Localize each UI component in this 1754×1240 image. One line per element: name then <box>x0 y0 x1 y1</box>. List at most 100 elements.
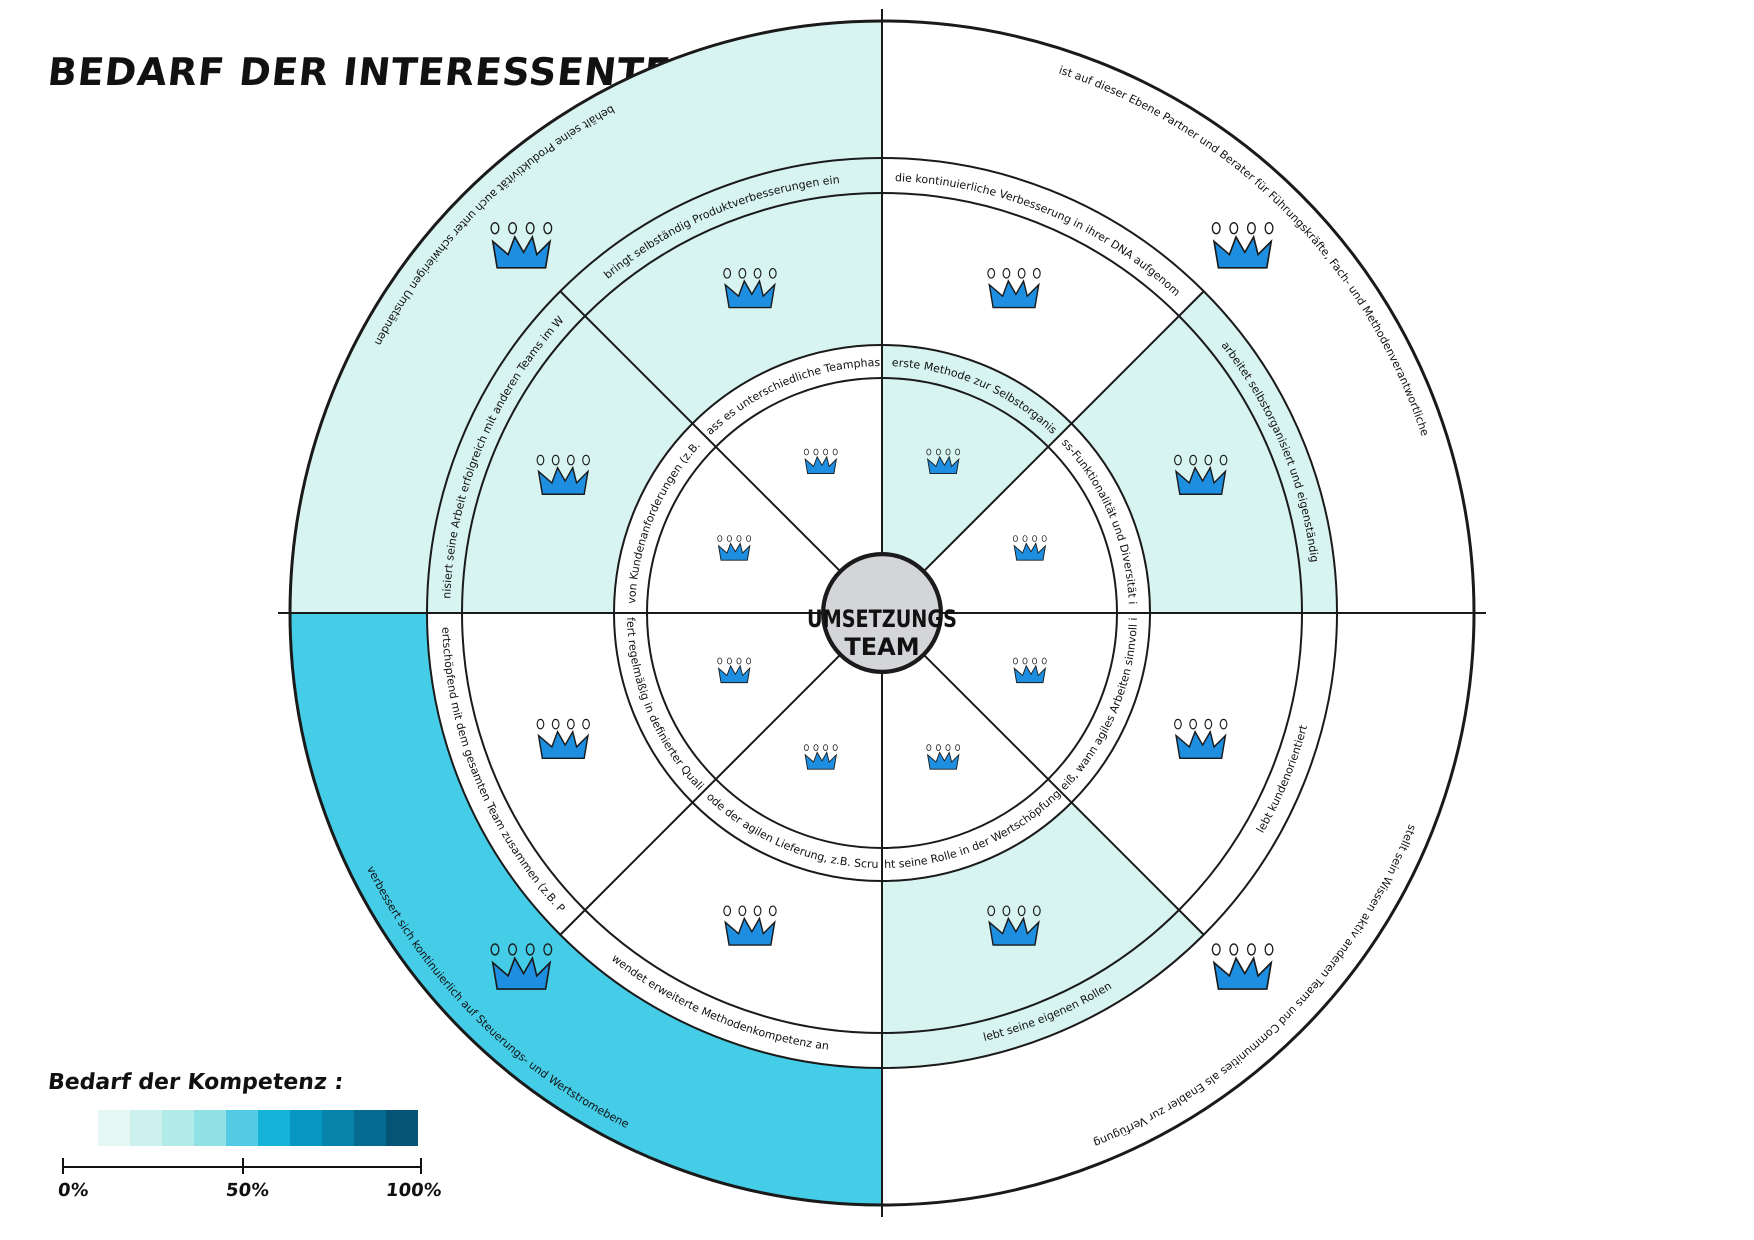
inner-icon-5-shape <box>717 664 751 684</box>
middle-icon-6 <box>536 454 590 495</box>
outer-icon-1-head-0 <box>1211 943 1221 956</box>
inner-icon-3 <box>926 744 961 770</box>
inner-sector-2 <box>924 613 1150 803</box>
middle-icon-2-head-2 <box>1204 718 1213 730</box>
middle-icon-3 <box>987 905 1041 946</box>
inner-icon-6-head-1 <box>726 535 732 542</box>
middle-icon-7-head-0 <box>723 268 732 279</box>
middle-icon-0-head-0 <box>987 268 996 279</box>
middle-icon-7-head-1 <box>738 268 747 279</box>
outer-icon-0-head-0 <box>1211 222 1221 235</box>
middle-icon-5-head-3 <box>582 718 590 730</box>
middle-icon-7 <box>723 268 777 309</box>
inner-icon-7-head-0 <box>803 448 809 456</box>
middle-icon-7-head-2 <box>753 268 762 279</box>
inner-icon-7-head-3 <box>832 448 838 456</box>
inner-sector-0 <box>882 345 1072 571</box>
legend-swatch-9 <box>386 1110 418 1146</box>
legend-swatch-7 <box>322 1110 354 1146</box>
middle-icon-2-head-1 <box>1189 718 1198 730</box>
middle-icon-4-shape <box>724 916 776 946</box>
middle-icon-4-head-2 <box>753 905 762 917</box>
inner-icon-1-head-3 <box>1041 535 1047 542</box>
middle-icon-1-head-0 <box>1174 454 1182 466</box>
legend-swatch-4 <box>226 1110 258 1146</box>
middle-icon-6-head-3 <box>582 454 590 466</box>
middle-icon-2-shape <box>1175 729 1227 760</box>
inner-icon-3-head-0 <box>926 744 932 751</box>
middle-icon-1-head-2 <box>1204 454 1213 466</box>
outer-icon-2 <box>490 943 553 990</box>
inner-icon-5 <box>717 657 752 684</box>
outer-icon-2-head-1 <box>508 943 518 956</box>
inner-icon-6-head-3 <box>746 535 752 542</box>
inner-icon-1-head-0 <box>1012 535 1018 542</box>
outer-icon-0-head-3 <box>1264 222 1274 235</box>
inner-icon-2 <box>1012 657 1047 684</box>
middle-icon-3-head-0 <box>987 905 996 917</box>
middle-icon-7-shape <box>724 279 776 309</box>
middle-icon-0-head-2 <box>1017 268 1026 279</box>
outer-icon-1-head-1 <box>1229 943 1239 956</box>
spoke-3 <box>923 654 1205 936</box>
middle-icon-0 <box>987 268 1041 309</box>
inner-icon-1-head-2 <box>1032 535 1038 542</box>
inner-sector-1 <box>924 423 1150 613</box>
middle-icon-1-head-3 <box>1219 454 1228 466</box>
inner-icon-4-head-3 <box>832 744 838 751</box>
inner-icon-3-head-1 <box>935 744 941 751</box>
outer-icon-3-head-3 <box>543 222 553 235</box>
legend-swatch-1 <box>130 1110 162 1146</box>
middle-icon-5-head-0 <box>536 718 545 730</box>
legend-label-100: 100% <box>384 1180 443 1201</box>
inner-icon-6 <box>717 535 752 561</box>
inner-icon-2-head-2 <box>1032 657 1038 665</box>
inner-icon-0-head-0 <box>926 448 932 456</box>
legend-swatch-8 <box>354 1110 386 1146</box>
middle-icon-1-shape <box>1175 465 1227 495</box>
hub-circle <box>822 553 942 673</box>
inner-icon-0-head-3 <box>955 448 961 456</box>
inner-icon-0-head-2 <box>945 448 951 456</box>
inner-icon-0-shape <box>926 455 960 475</box>
middle-icon-2-head-3 <box>1219 718 1228 730</box>
inner-icon-4 <box>803 744 838 770</box>
middle-icon-5-head-2 <box>566 718 575 730</box>
outer-icon-3-head-0 <box>490 222 500 235</box>
middle-icon-5-head-1 <box>551 718 560 730</box>
wheel-spokes <box>278 9 1486 1217</box>
inner-icon-4-head-0 <box>803 744 809 751</box>
legend-swatch-6 <box>290 1110 322 1146</box>
legend-color-scale <box>98 1110 418 1146</box>
center-hub: UMSETZUNGS TEAM <box>807 553 957 673</box>
outer-icon-3 <box>490 222 553 269</box>
inner-icon-2-head-1 <box>1022 657 1028 665</box>
outer-icon-2-head-2 <box>525 943 535 956</box>
middle-icon-4-head-0 <box>723 905 732 917</box>
spoke-7 <box>559 290 841 572</box>
middle-icon-5 <box>536 718 590 760</box>
outer-icon-3-shape <box>491 234 552 269</box>
inner-icon-4-shape <box>804 751 838 770</box>
inner-icon-5-head-3 <box>746 657 752 665</box>
inner-icon-3-head-3 <box>955 744 961 751</box>
middle-icon-3-head-2 <box>1017 905 1026 917</box>
legend-swatch-0 <box>98 1110 130 1146</box>
outer-icon-1 <box>1211 943 1274 990</box>
middle-icon-6-head-2 <box>566 454 575 466</box>
inner-icon-1 <box>1012 535 1047 561</box>
legend-tick-50 <box>242 1158 244 1174</box>
spoke-1 <box>923 290 1205 572</box>
legend-label-0: 0% <box>56 1180 90 1201</box>
inner-icon-2-head-3 <box>1041 657 1047 665</box>
inner-icon-6-shape <box>717 542 751 561</box>
inner-sector-3 <box>882 655 1072 881</box>
outer-icon-1-shape <box>1212 956 1273 990</box>
spoke-5 <box>559 654 841 936</box>
middle-icon-3-head-1 <box>1002 905 1011 917</box>
inner-icon-4-head-2 <box>823 744 829 751</box>
middle-icon-4 <box>723 905 777 946</box>
hub-title-line1: UMSETZUNGS <box>807 605 957 633</box>
inner-icon-6-head-2 <box>736 535 742 542</box>
outer-icon-0-head-1 <box>1229 222 1239 235</box>
